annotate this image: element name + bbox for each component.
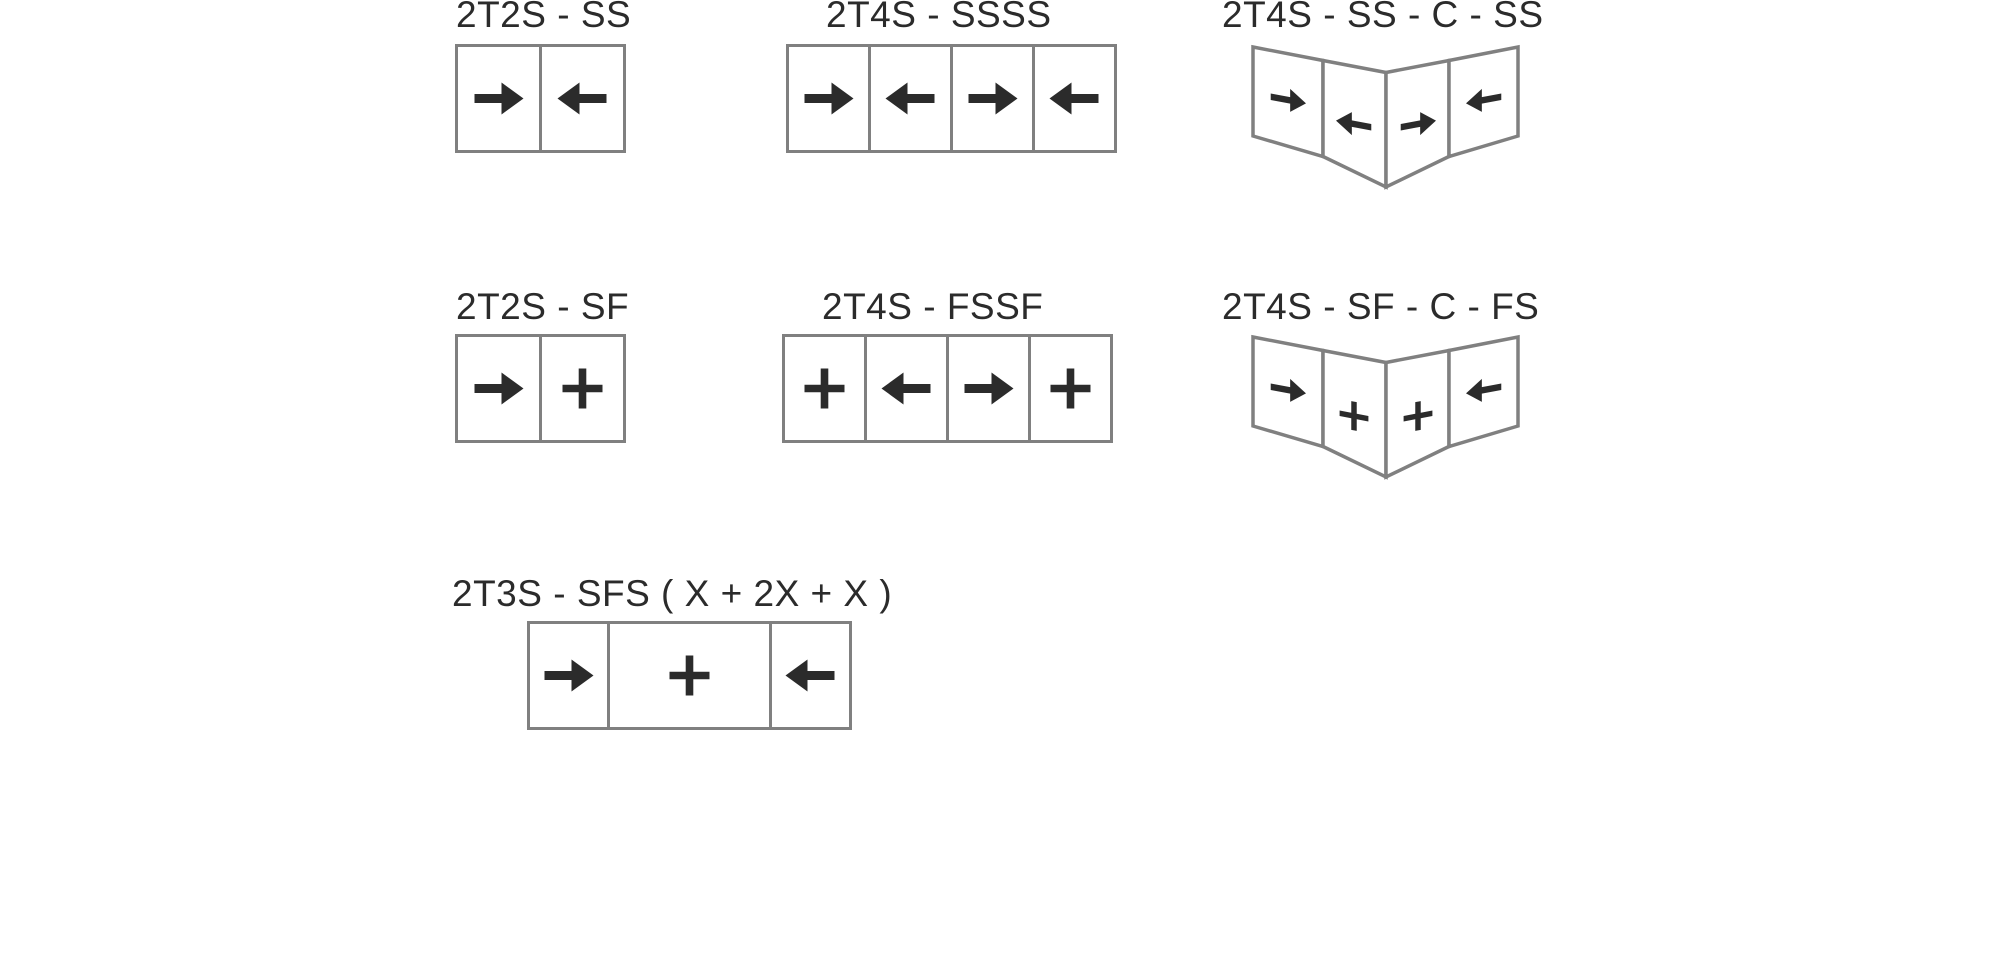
figure-diagram (455, 44, 626, 153)
figure-diagram (1251, 44, 1520, 190)
plus-icon (1339, 401, 1369, 431)
figure-diagram (1251, 334, 1520, 480)
arrow-right-icon (1270, 88, 1306, 112)
arrow-left-icon (1336, 112, 1372, 136)
arrow-right-icon (804, 82, 854, 115)
figure-title: 2T2S - SS (456, 0, 632, 35)
arrow-right-icon (1270, 378, 1306, 402)
arrow-right-icon (968, 82, 1018, 115)
plus-icon (804, 368, 845, 409)
figure-diagram (786, 44, 1117, 153)
arrow-left-icon (881, 372, 931, 405)
arrow-left-icon (557, 82, 607, 115)
figure-title: 2T4S - SF - C - FS (1222, 286, 1540, 327)
arrow-right-icon (544, 659, 594, 692)
plus-icon (1403, 401, 1433, 431)
plus-icon (562, 368, 603, 409)
arrow-right-icon (474, 372, 524, 405)
figure-diagram (455, 334, 626, 443)
figure-title: 2T4S - FSSF (822, 286, 1044, 327)
arrow-right-icon (964, 372, 1014, 405)
figure-title: 2T3S - SFS ( X + 2X + X ) (452, 573, 893, 614)
arrow-right-icon (474, 82, 524, 115)
arrow-left-icon (885, 82, 935, 115)
arrow-left-icon (1466, 378, 1502, 402)
arrow-left-icon (1466, 88, 1502, 112)
arrow-left-icon (1049, 82, 1099, 115)
figure-diagram (782, 334, 1113, 443)
figure-diagram (527, 621, 852, 730)
arrow-left-icon (785, 659, 835, 692)
plus-icon (1050, 368, 1091, 409)
figure-title: 2T2S - SF (456, 286, 630, 327)
figure-title: 2T4S - SS - C - SS (1222, 0, 1544, 35)
plus-icon (669, 655, 710, 696)
arrow-right-icon (1400, 112, 1436, 136)
figure-title: 2T4S - SSSS (826, 0, 1052, 35)
